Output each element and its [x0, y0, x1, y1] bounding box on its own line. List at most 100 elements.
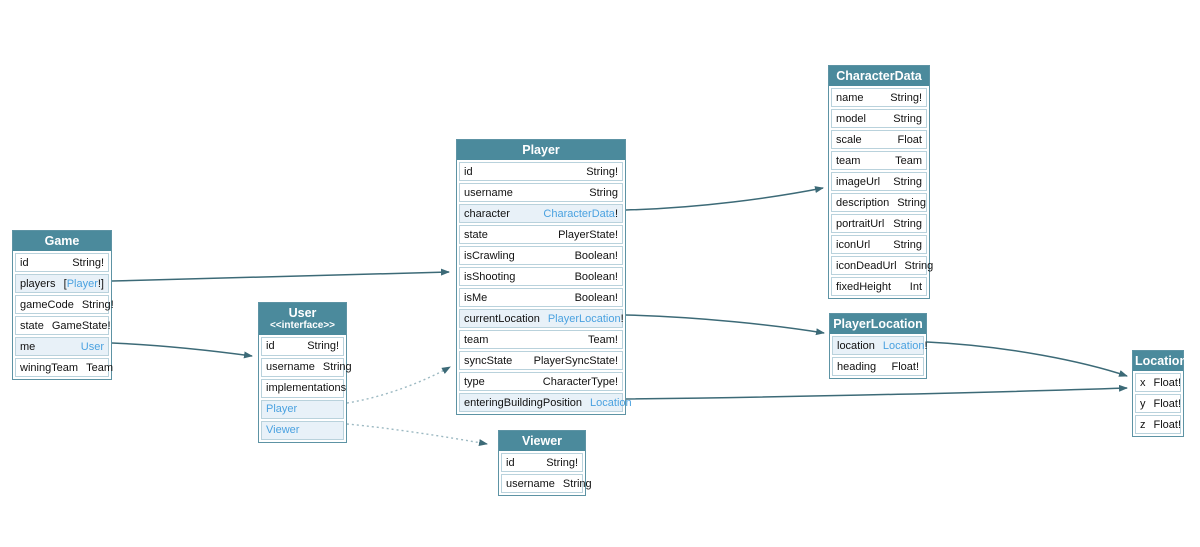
field-type-text: !: [924, 339, 928, 352]
field-name: state: [464, 228, 488, 241]
field-type: Float!: [1154, 377, 1182, 389]
field-type: PlayerLocation!: [548, 313, 624, 325]
field-type: String: [893, 239, 922, 251]
table-title-text: Viewer: [521, 434, 563, 448]
field-name: y: [1140, 397, 1146, 410]
field-type: String: [589, 187, 618, 199]
field-type-text: Float!: [1153, 397, 1182, 410]
field-name: location: [837, 339, 875, 352]
field-row-characterdata-scale[interactable]: scale Float: [831, 130, 927, 150]
field-name: me: [20, 340, 36, 353]
field-row-player-currentlocation[interactable]: currentLocation PlayerLocation!: [459, 309, 624, 329]
field-type-text: String: [897, 196, 926, 209]
field-type-text: String: [893, 112, 922, 125]
field-type-text: String: [893, 175, 922, 188]
table-title-playerlocation[interactable]: PlayerLocation: [830, 314, 926, 335]
field-type: String: [893, 113, 922, 125]
field-type-link[interactable]: User: [80, 340, 104, 353]
field-type: Boolean!: [575, 250, 618, 262]
field-row-user-player[interactable]: Player: [261, 399, 344, 419]
field-type: GameState!: [52, 320, 111, 332]
field-type: String!: [546, 457, 578, 469]
field-type-link[interactable]: Player: [66, 277, 98, 290]
table-title-user[interactable]: User<<interface>>: [259, 303, 346, 335]
field-type: CharacterType!: [543, 376, 618, 388]
field-type-text: String!: [72, 256, 104, 269]
field-type-text: String: [893, 217, 922, 230]
field-type-text: Boolean!: [574, 270, 618, 283]
field-type-text: Team!: [588, 333, 618, 346]
field-type-link[interactable]: CharacterData: [543, 207, 615, 220]
field-type-text: Boolean!: [574, 291, 618, 304]
field-type-link[interactable]: Location: [882, 339, 925, 352]
field-type-link[interactable]: PlayerLocation: [547, 312, 621, 325]
field-type: [Player!]: [64, 278, 104, 290]
table-title-player[interactable]: Player: [457, 140, 625, 161]
field-row-user-viewer[interactable]: Viewer: [261, 420, 344, 440]
field-row-playerlocation-location[interactable]: location Location!: [832, 336, 928, 356]
field-type-text: Float!: [1153, 376, 1182, 389]
field-name: id: [20, 256, 29, 269]
field-type-text: Int: [909, 280, 922, 293]
table-subtitle-text: <<interface>>: [269, 320, 336, 332]
field-row-location-y[interactable]: y Float!: [1135, 394, 1182, 414]
field-row-game-players[interactable]: players[Player!]: [15, 274, 109, 294]
table-title-characterdata[interactable]: CharacterData: [829, 66, 929, 87]
field-type: CharacterData!: [543, 208, 618, 220]
field-row-user-implementations[interactable]: implementations: [261, 378, 346, 398]
field-row-game-me[interactable]: me User: [15, 337, 109, 357]
table-title-game[interactable]: Game: [13, 231, 111, 252]
field-type: String: [563, 478, 592, 490]
field-name: z: [1140, 418, 1146, 431]
field-type: Float: [898, 134, 922, 146]
table-title-viewer[interactable]: Viewer: [499, 431, 585, 452]
field-row-game-id[interactable]: id String!: [15, 253, 109, 273]
field-type-text: PlayerSyncState!: [533, 354, 618, 367]
table-title-location[interactable]: Location: [1133, 351, 1187, 372]
field-name: currentLocation: [464, 312, 540, 325]
table-title-text: Location: [1135, 354, 1188, 368]
field-name: scale: [836, 133, 862, 146]
field-type-link[interactable]: Location: [590, 396, 632, 409]
